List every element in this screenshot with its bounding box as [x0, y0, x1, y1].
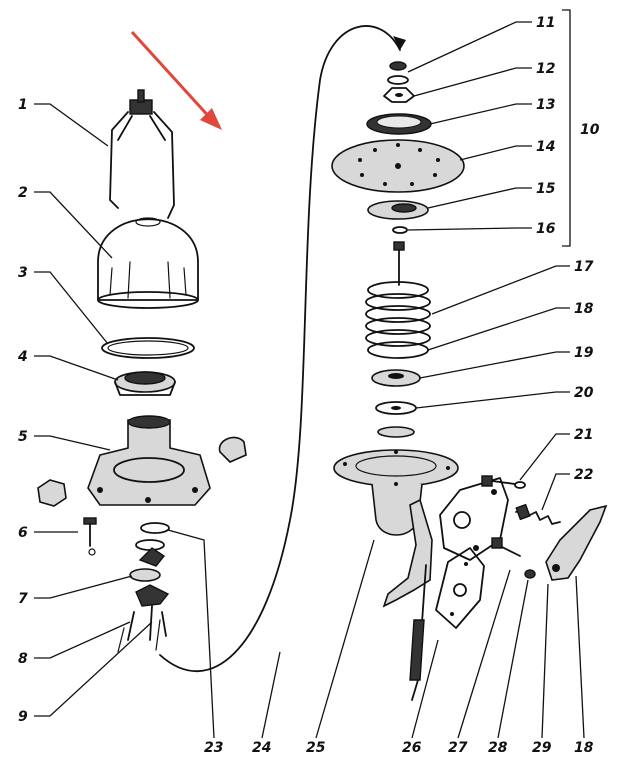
label-8: 8	[18, 651, 28, 667]
part-upper-washer	[383, 87, 415, 103]
label-25: 25	[306, 740, 326, 756]
label-11: 11	[536, 15, 555, 31]
part-mounting-flange	[439, 477, 509, 561]
label-26: 26	[402, 740, 422, 756]
part-fitting-nut	[37, 479, 67, 507]
label-22: 22	[574, 467, 593, 483]
label-6: 6	[18, 525, 28, 541]
label-24: 24	[252, 740, 271, 756]
label-27: 27	[448, 740, 468, 756]
part-glass-bowl	[97, 217, 199, 309]
part-rocker-arm	[382, 498, 433, 701]
label-9: 9	[18, 709, 28, 725]
part-valve-retainer	[117, 584, 170, 653]
part-small-washer	[392, 226, 408, 234]
part-primer-lever	[545, 504, 608, 581]
label-28: 28	[488, 740, 508, 756]
label-7: 7	[18, 591, 28, 607]
part-pump-body-top	[87, 415, 211, 506]
part-diaphragm-spring	[365, 281, 431, 359]
part-return-spring	[515, 503, 561, 525]
label-5: 5	[18, 429, 28, 445]
part-spring-seat	[371, 369, 421, 387]
part-oil-seal	[377, 426, 415, 438]
label-14: 14	[536, 139, 555, 155]
label-21: 21	[574, 427, 593, 443]
leader-lines	[34, 9, 585, 739]
part-bolt	[481, 475, 526, 489]
label-29: 29	[532, 740, 552, 756]
red-arrow-icon	[130, 30, 222, 130]
part-screw	[83, 517, 97, 556]
label-15: 15	[536, 181, 556, 197]
label-17: 17	[574, 259, 594, 275]
part-bail-clamp	[109, 89, 175, 219]
part-retainer-clip	[524, 569, 536, 579]
part-gasket-ring	[101, 337, 195, 359]
labels-left: 1 2 3 4 5 6 7 8 9	[17, 97, 28, 725]
part-pull-rod	[393, 241, 405, 286]
part-flange-gasket	[435, 547, 485, 629]
label-20: 20	[574, 385, 594, 401]
label-1: 1	[18, 97, 28, 113]
label-2: 2	[18, 185, 28, 201]
label-10: 10	[580, 122, 600, 138]
label-13: 13	[536, 97, 555, 113]
label-4: 4	[17, 349, 28, 365]
part-diaphragm	[331, 139, 465, 193]
part-filter-screen	[114, 371, 176, 396]
part-top-nut	[387, 61, 409, 85]
part-elbow-fitting	[218, 436, 247, 463]
labels-right-top: 11 12 13 14 15 16 10	[536, 15, 600, 237]
label-19: 19	[574, 345, 594, 361]
connector-arrow-icon	[393, 36, 406, 50]
part-link-pin	[491, 537, 521, 557]
part-seal-washer	[375, 401, 417, 415]
part-upper-cup	[366, 113, 432, 135]
label-18: 18	[574, 301, 594, 317]
part-lower-housing	[333, 449, 459, 536]
label-3: 3	[18, 265, 28, 281]
labels-bottom: 23 24 25 26 27 28 29 18	[204, 740, 594, 756]
part-lower-cup	[367, 200, 429, 220]
connector-curve	[159, 25, 401, 673]
label-18-bottom: 18	[574, 740, 594, 756]
label-16: 16	[536, 221, 556, 237]
labels-right-mid: 17 18 19 20 21 22	[574, 259, 594, 483]
label-23: 23	[204, 740, 223, 756]
label-12: 12	[536, 61, 555, 77]
part-valve-set	[129, 522, 170, 582]
